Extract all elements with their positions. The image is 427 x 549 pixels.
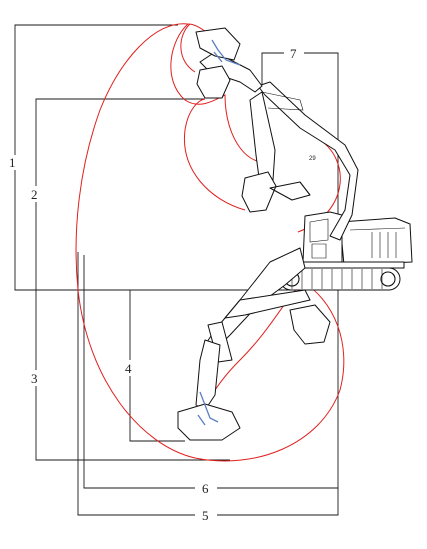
dimension-label-4: 4 [125,361,132,376]
dimension-label-6: 6 [202,481,209,496]
cab [302,211,343,263]
dimension-labels: 1 2 3 4 5 6 7 29 [9,46,316,523]
dimension-label-3: 3 [31,371,38,386]
angle-label: 29 [309,156,316,162]
inner-envelope-curve [170,23,273,163]
bucket-lower-right [289,304,331,345]
dimension-label-1: 1 [9,155,16,170]
bucket-upper [241,171,277,213]
bucket-top [195,27,241,61]
dimension-lines [14,24,339,516]
dimension-label-7: 7 [290,46,297,61]
boom-raised [241,81,359,241]
linkage-bottom [197,391,219,426]
linkage-top [211,39,241,66]
boom-top [195,27,263,99]
dimension-label-2: 2 [31,187,38,202]
boom-lowered [177,247,331,441]
bucket-bottom [177,403,241,441]
dimension-label-5: 5 [202,508,209,523]
excavator-body [279,211,413,291]
lower-envelope-curve [183,98,246,211]
